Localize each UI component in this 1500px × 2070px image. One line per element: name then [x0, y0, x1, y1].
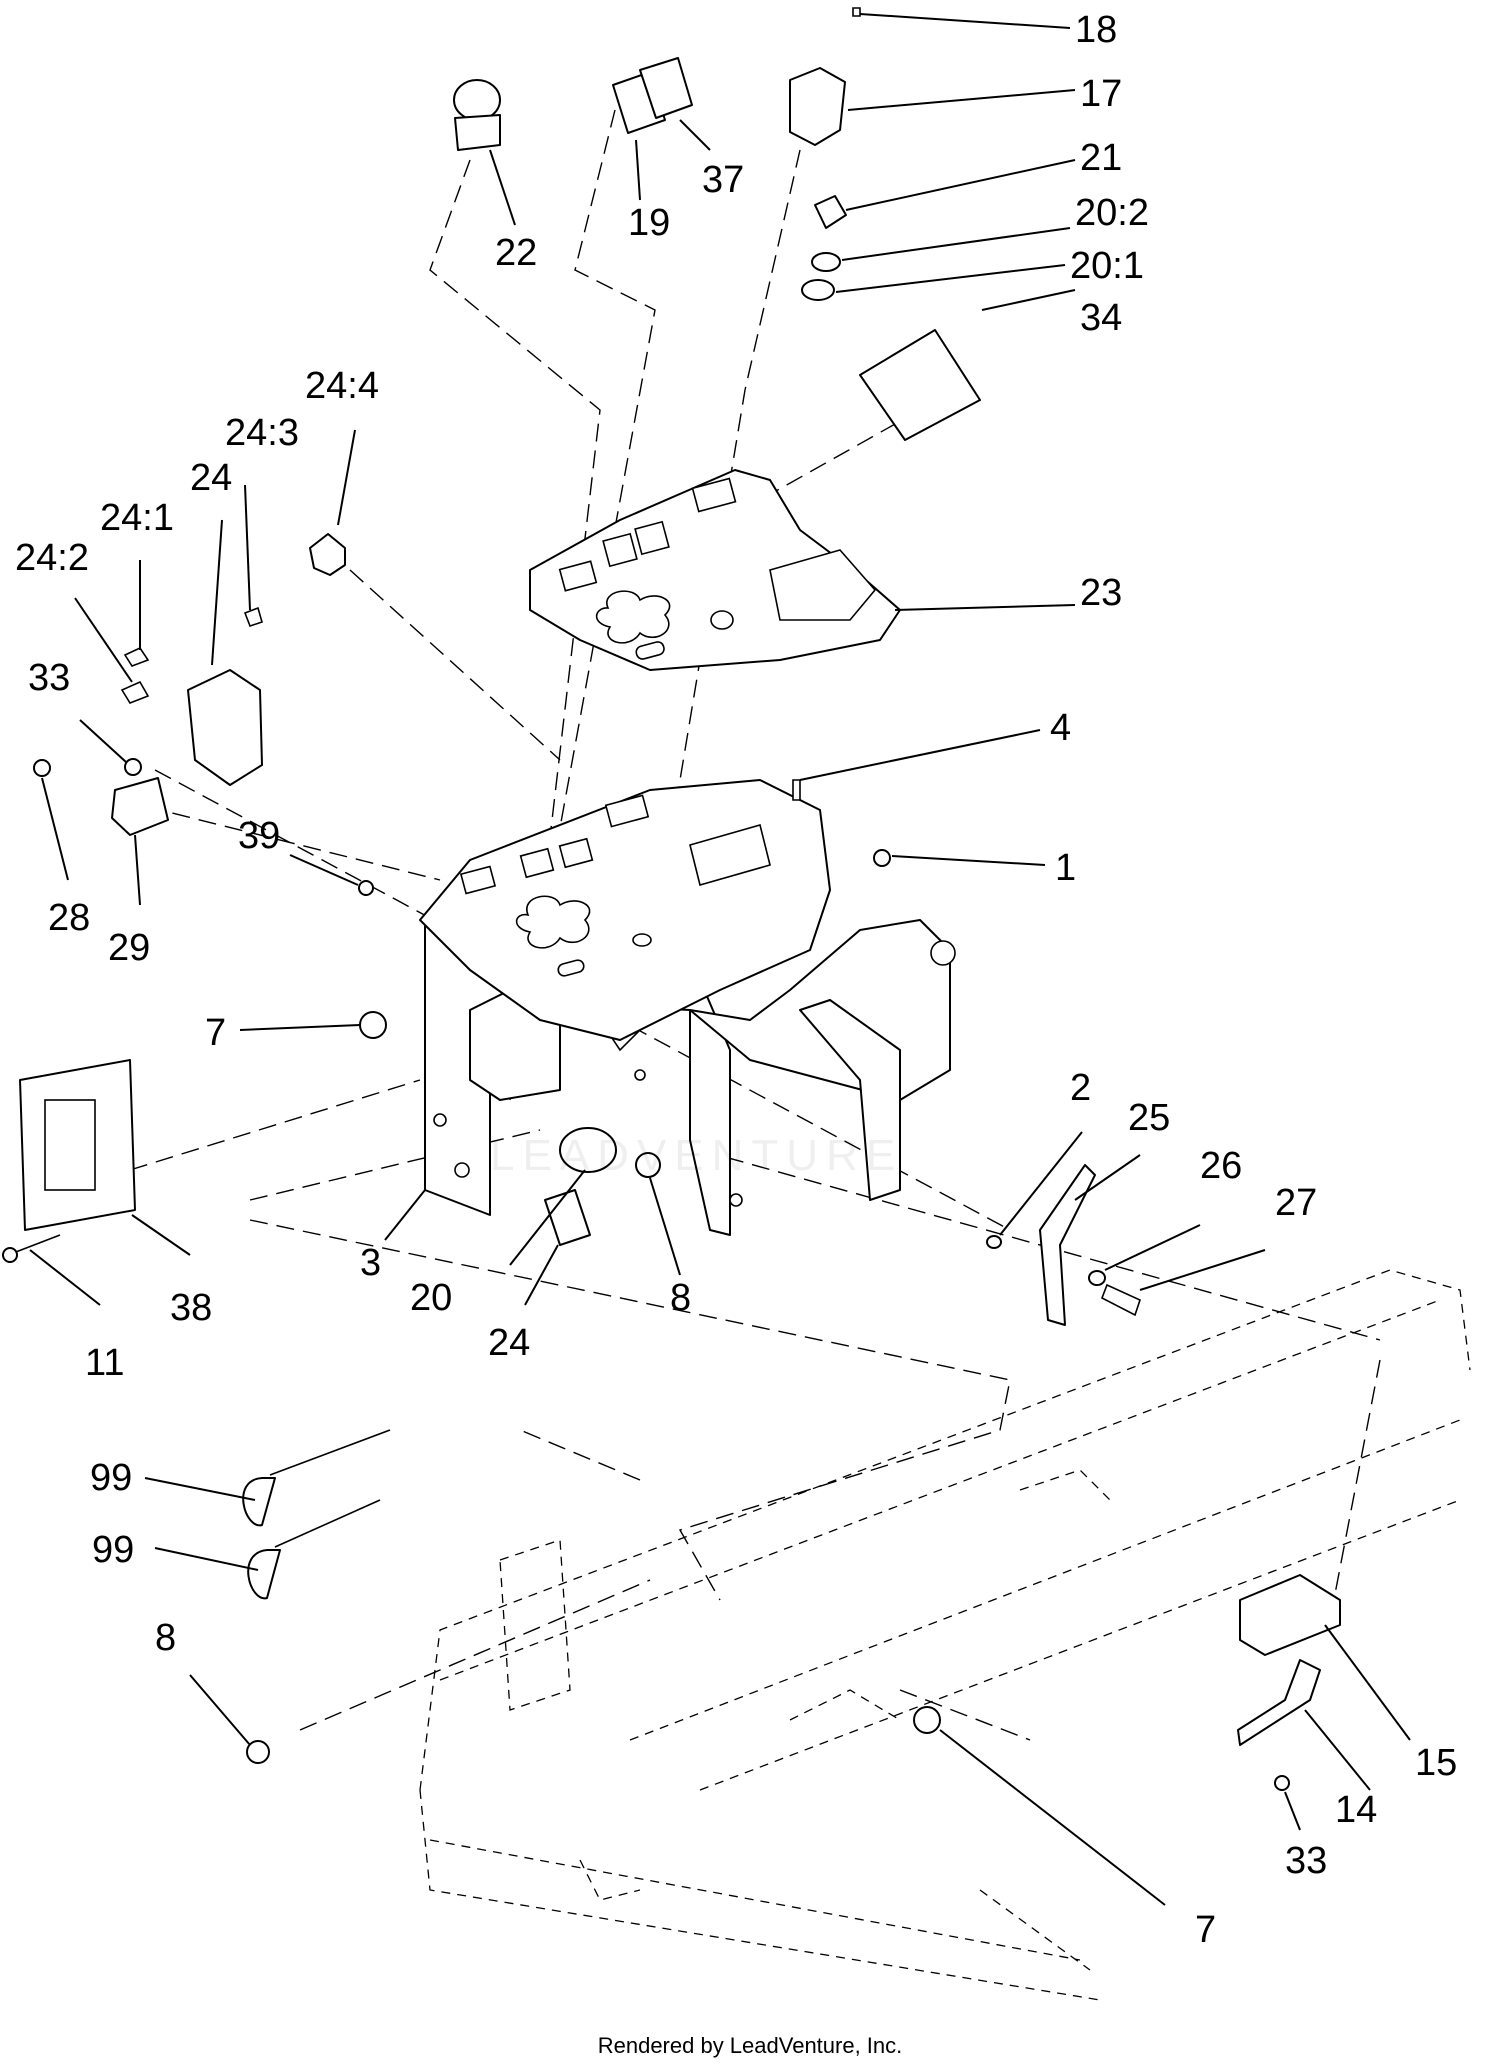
- callout: 3: [360, 1242, 381, 1284]
- callout: 37: [702, 159, 744, 201]
- callout: 29: [108, 927, 150, 969]
- callout: 23: [1080, 572, 1122, 614]
- watermark: LEADVENTURE: [490, 1131, 903, 1180]
- callout: 7: [1195, 1909, 1216, 1951]
- callout: 7: [205, 1012, 226, 1054]
- callout: 20:2: [1075, 192, 1149, 234]
- callout: 34: [1080, 297, 1122, 339]
- decal-34: [859, 329, 981, 441]
- footer-credit: Rendered by LeadVenture, Inc.: [597, 2033, 903, 2058]
- callout: 27: [1275, 1182, 1317, 1224]
- leader-lines: [29, 13, 1411, 1906]
- callout: 28: [48, 897, 90, 939]
- small-parts: [2, 7, 1341, 1791]
- callout: 11: [85, 1342, 124, 1384]
- callout: 8: [670, 1277, 691, 1319]
- side-bracket: [799, 999, 901, 1201]
- callout: 15: [1415, 1742, 1457, 1784]
- callout: 24:3: [225, 412, 299, 454]
- callout: 14: [1335, 1789, 1377, 1831]
- callout: 39: [238, 815, 280, 857]
- callout: 19: [628, 202, 670, 244]
- lower-control-panel: [419, 779, 831, 1041]
- callout: 17: [1080, 73, 1122, 115]
- callout: 20:1: [1070, 245, 1144, 287]
- callout: 33: [28, 657, 70, 699]
- callout: 38: [170, 1287, 212, 1329]
- callout: 22: [495, 232, 537, 274]
- callout: 26: [1200, 1145, 1242, 1187]
- callout: 8: [155, 1617, 176, 1659]
- callout: 4: [1050, 707, 1071, 749]
- callout: 20: [410, 1277, 452, 1319]
- callout: 24: [488, 1322, 530, 1364]
- callout: 99: [90, 1457, 132, 1499]
- callout-labels: 18 17 21 20:2 20:1 34 22 19 37 24:4 24:3…: [15, 9, 1457, 1951]
- callout: 21: [1080, 137, 1122, 179]
- callout: 18: [1075, 9, 1117, 51]
- callout: 1: [1055, 847, 1076, 889]
- assembly-guides: [119, 109, 1381, 1741]
- callout: 24:2: [15, 537, 89, 579]
- callout: 24:4: [305, 365, 379, 407]
- callout: 24:1: [100, 497, 174, 539]
- callout: 33: [1285, 1840, 1327, 1882]
- callout: 99: [92, 1529, 134, 1571]
- upper-panel-23: [529, 469, 901, 671]
- callout: 25: [1128, 1097, 1170, 1139]
- chassis-frame: [419, 1269, 1471, 2001]
- callout: 2: [1070, 1067, 1091, 1109]
- callout: 24: [190, 457, 232, 499]
